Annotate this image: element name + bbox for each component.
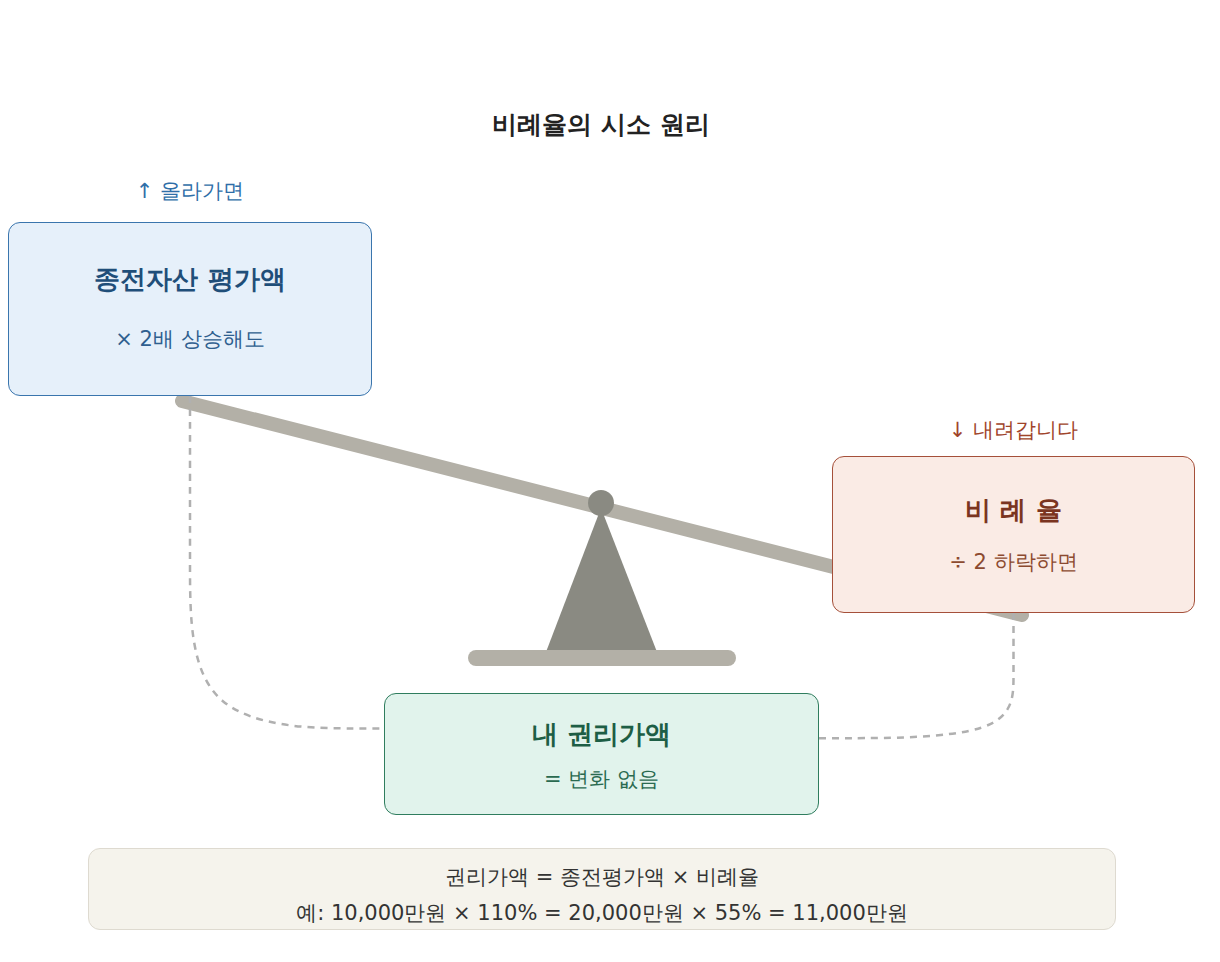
dashed-connector	[190, 396, 384, 728]
diagram-title: 비례율의 시소 원리	[0, 108, 1202, 141]
direction-label: ↓ 내려갑니다	[833, 417, 1194, 443]
seesaw-pivot	[588, 490, 614, 516]
formula-box: 권리가액 = 종전평가액 × 비례율예: 10,000만원 × 110% = 2…	[88, 848, 1116, 930]
ratio-box: ↓ 내려갑니다비 례 율÷ 2 하락하면	[832, 456, 1195, 613]
box-title: 종전자산 평가액	[9, 263, 371, 296]
dashed-connector	[819, 613, 1014, 738]
box-title: 비 례 율	[833, 494, 1194, 527]
direction-label: ↑ 올라가면	[9, 178, 371, 204]
formula-text: 권리가액 = 종전평가액 × 비례율	[89, 864, 1115, 890]
example-text: 예: 10,000만원 × 110% = 20,000만원 × 55% = 11…	[89, 900, 1115, 926]
box-subtitle: × 2배 상승해도	[9, 326, 371, 352]
box-subtitle: = 변화 없음	[385, 766, 818, 792]
seesaw-base	[468, 650, 736, 666]
seesaw-fulcrum	[546, 508, 657, 652]
rights-value-box: 내 권리가액 = 변화 없음	[384, 693, 819, 815]
box-subtitle: ÷ 2 하락하면	[833, 549, 1194, 575]
asset-value-box: ↑ 올라가면종전자산 평가액× 2배 상승해도	[8, 222, 372, 396]
box-title: 내 권리가액	[385, 718, 818, 751]
